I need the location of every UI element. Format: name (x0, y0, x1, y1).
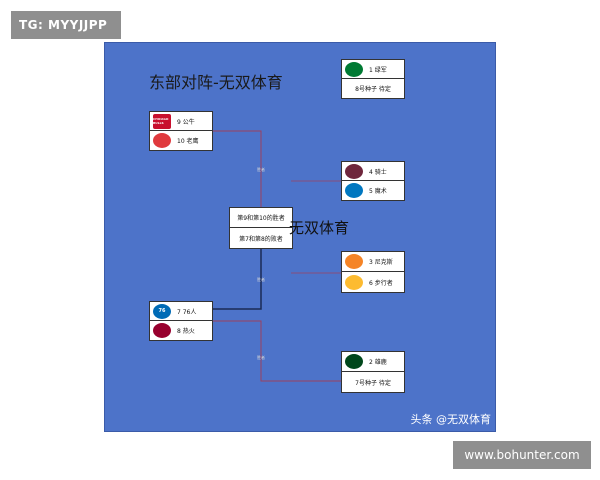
team-heat: 8 热火 (177, 328, 195, 335)
matchup-knicks-pacers: 3 尼克斯 6 步行者 (341, 251, 405, 293)
team-row-pacers: 6 步行者 (342, 272, 404, 292)
heat-logo-icon (153, 323, 171, 338)
round-label-2: 胜者 (257, 277, 265, 282)
watermark-bottom: www.bohunter.com (453, 441, 591, 469)
bracket-lines (213, 130, 341, 382)
hawks-logo-icon (153, 133, 171, 148)
line-playin-to-sixers (213, 249, 262, 310)
bulls-logo-icon: CHICAGO BULLS (153, 113, 171, 129)
team-row-knicks: 3 尼克斯 (342, 252, 404, 272)
76ers-logo-icon: 76 (153, 303, 171, 319)
celtics-logo-icon (345, 61, 363, 77)
playin-loser: 第7和第8的败者 (239, 235, 283, 243)
matchup-playin: 第9和第10的胜者 第7和第8的败者 (229, 207, 293, 249)
team-row-cavs: 4 骑士 (342, 162, 404, 181)
team-knicks: 3 尼克斯 (369, 259, 393, 266)
team-cavs: 4 骑士 (369, 168, 387, 176)
team-row-bucks: 2 雄鹿 (342, 352, 404, 372)
knicks-logo-icon (345, 254, 363, 269)
team-sixers: 7 76人 (177, 308, 197, 316)
matchup-celtics: 1 绿军 8号种子 待定 (341, 59, 405, 99)
seed7-pending: 7号种子 待定 (355, 379, 391, 387)
matchup-cavs-magic: 4 骑士 5 魔术 (341, 161, 405, 201)
team-row-seed8: 8号种子 待定 (342, 79, 404, 98)
pacers-logo-icon (345, 274, 363, 290)
team-row-seed7: 7号种子 待定 (342, 372, 404, 392)
team-bulls: 9 公牛 (177, 118, 195, 126)
playin-loser-row: 第7和第8的败者 (230, 228, 292, 248)
team-row-sixers: 76 7 76人 (150, 302, 212, 321)
playin-winner: 第9和第10的胜者 (237, 215, 285, 222)
magic-logo-icon (345, 183, 363, 198)
corner-watermark: 头条 @无双体育 (410, 413, 492, 426)
team-row-hawks: 10 老鹰 (150, 131, 212, 150)
watermark-top: TG: MYYJJPP (11, 11, 121, 39)
round-label-1: 胜者 (257, 167, 265, 172)
team-row-bulls: CHICAGO BULLS 9 公牛 (150, 112, 212, 131)
team-bucks: 2 雄鹿 (369, 359, 387, 366)
playin-winner-row: 第9和第10的胜者 (230, 208, 292, 228)
line-sixers-to-bucks (213, 320, 341, 382)
team-celtics: 1 绿军 (369, 66, 387, 74)
bucks-logo-icon (345, 354, 363, 369)
round-label-3: 胜者 (257, 355, 265, 360)
bracket-title: 东部对阵-无双体育 (149, 73, 283, 92)
seed8-pending: 8号种子 待定 (355, 86, 391, 93)
matchup-bucks: 2 雄鹿 7号种子 待定 (341, 351, 405, 393)
matchup-bulls-hawks: CHICAGO BULLS 9 公牛 10 老鹰 (149, 111, 213, 151)
team-hawks: 10 老鹰 (177, 138, 199, 145)
bracket-panel: 胜者 胜者 胜者 东部对阵-无双体育 CHICAGO BULLS 9 公牛 10… (104, 42, 496, 432)
team-row-heat: 8 热火 (150, 321, 212, 340)
line-bulls-to-playin (213, 130, 262, 223)
team-row-celtics: 1 绿军 (342, 60, 404, 79)
cavaliers-logo-icon (345, 163, 363, 179)
team-magic: 5 魔术 (369, 188, 387, 195)
matchup-sixers-heat: 76 7 76人 8 热火 (149, 301, 213, 341)
team-pacers: 6 步行者 (369, 279, 393, 287)
team-row-magic: 5 魔术 (342, 181, 404, 200)
center-watermark: 无双体育 (289, 219, 350, 237)
